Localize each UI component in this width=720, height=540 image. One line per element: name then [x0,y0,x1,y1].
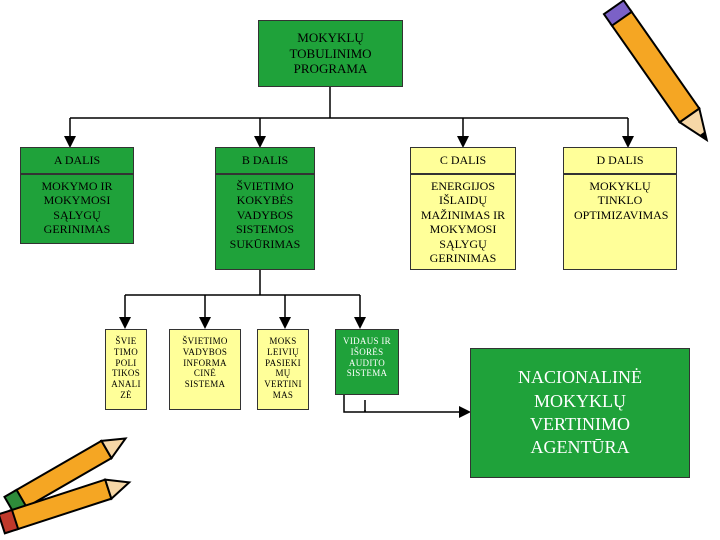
part-a-body: MOKYMO IR MOKYMOSI SĄLYGŲ GERINIMAS [20,174,134,244]
part-b-header: B DALIS [215,147,315,174]
pencils-icon-bottom-left [0,437,132,535]
pencil-icon-top-right [602,0,709,143]
part-a-header-label: A DALIS [53,153,101,168]
agency-node: NACIONALINĖ MOKYKLŲ VERTINIMO AGENTŪRA [470,348,690,478]
sub-box-information-system-label: ŠVIETIMO VADYBOS INFORMA CINĖ SISTEMA [182,336,228,390]
part-c-body: ENERGIJOS IŠLAIDŲ MAŽINIMAS IR MOKYMOSI … [410,174,516,270]
part-a-body-label: MOKYMO IR MOKYMOSI SĄLYGŲ GERINIMAS [41,179,113,237]
part-b-header-label: B DALIS [241,153,289,168]
part-a-header: A DALIS [20,147,134,174]
part-c-header-label: C DALIS [439,153,487,168]
sub-box-policy-analysis-label: ŠVIE TIMO POLI TIKOS ANALI ZĖ [111,336,141,400]
sub-box-student-assessment-label: MOKS LEIVIŲ PASIEKI MŲ VERTINI MAS [264,336,302,400]
sub-box-audit-system-label: VIDAUS IR IŠORĖS AUDITO SISTEMA [343,336,391,379]
part-d-body: MOKYKLŲ TINKLO OPTIMIZAVIMAS [563,174,677,270]
root-node: MOKYKLŲ TOBULINIMO PROGRAMA [258,20,403,87]
sub-box-policy-analysis: ŠVIE TIMO POLI TIKOS ANALI ZĖ [105,329,147,410]
sub-box-student-assessment: MOKS LEIVIŲ PASIEKI MŲ VERTINI MAS [257,329,309,410]
part-c-header: C DALIS [410,147,516,174]
part-b-body: ŠVIETIMO KOKYBĖS VADYBOS SISTEMOS SUKŪRI… [215,174,315,270]
part-b-body-label: ŠVIETIMO KOKYBĖS VADYBOS SISTEMOS SUKŪRI… [229,179,301,251]
agency-label: NACIONALINĖ MOKYKLŲ VERTINIMO AGENTŪRA [518,367,642,458]
sub-box-audit-system: VIDAUS IR IŠORĖS AUDITO SISTEMA [335,329,399,395]
sub-box-information-system: ŠVIETIMO VADYBOS INFORMA CINĖ SISTEMA [169,329,241,410]
root-label: MOKYKLŲ TOBULINIMO PROGRAMA [289,30,372,77]
part-d-body-label: MOKYKLŲ TINKLO OPTIMIZAVIMAS [574,179,669,222]
part-d-header-label: D DALIS [596,153,644,168]
part-d-header: D DALIS [563,147,677,174]
part-c-body-label: ENERGIJOS IŠLAIDŲ MAŽINIMAS IR MOKYMOSI … [420,179,506,265]
